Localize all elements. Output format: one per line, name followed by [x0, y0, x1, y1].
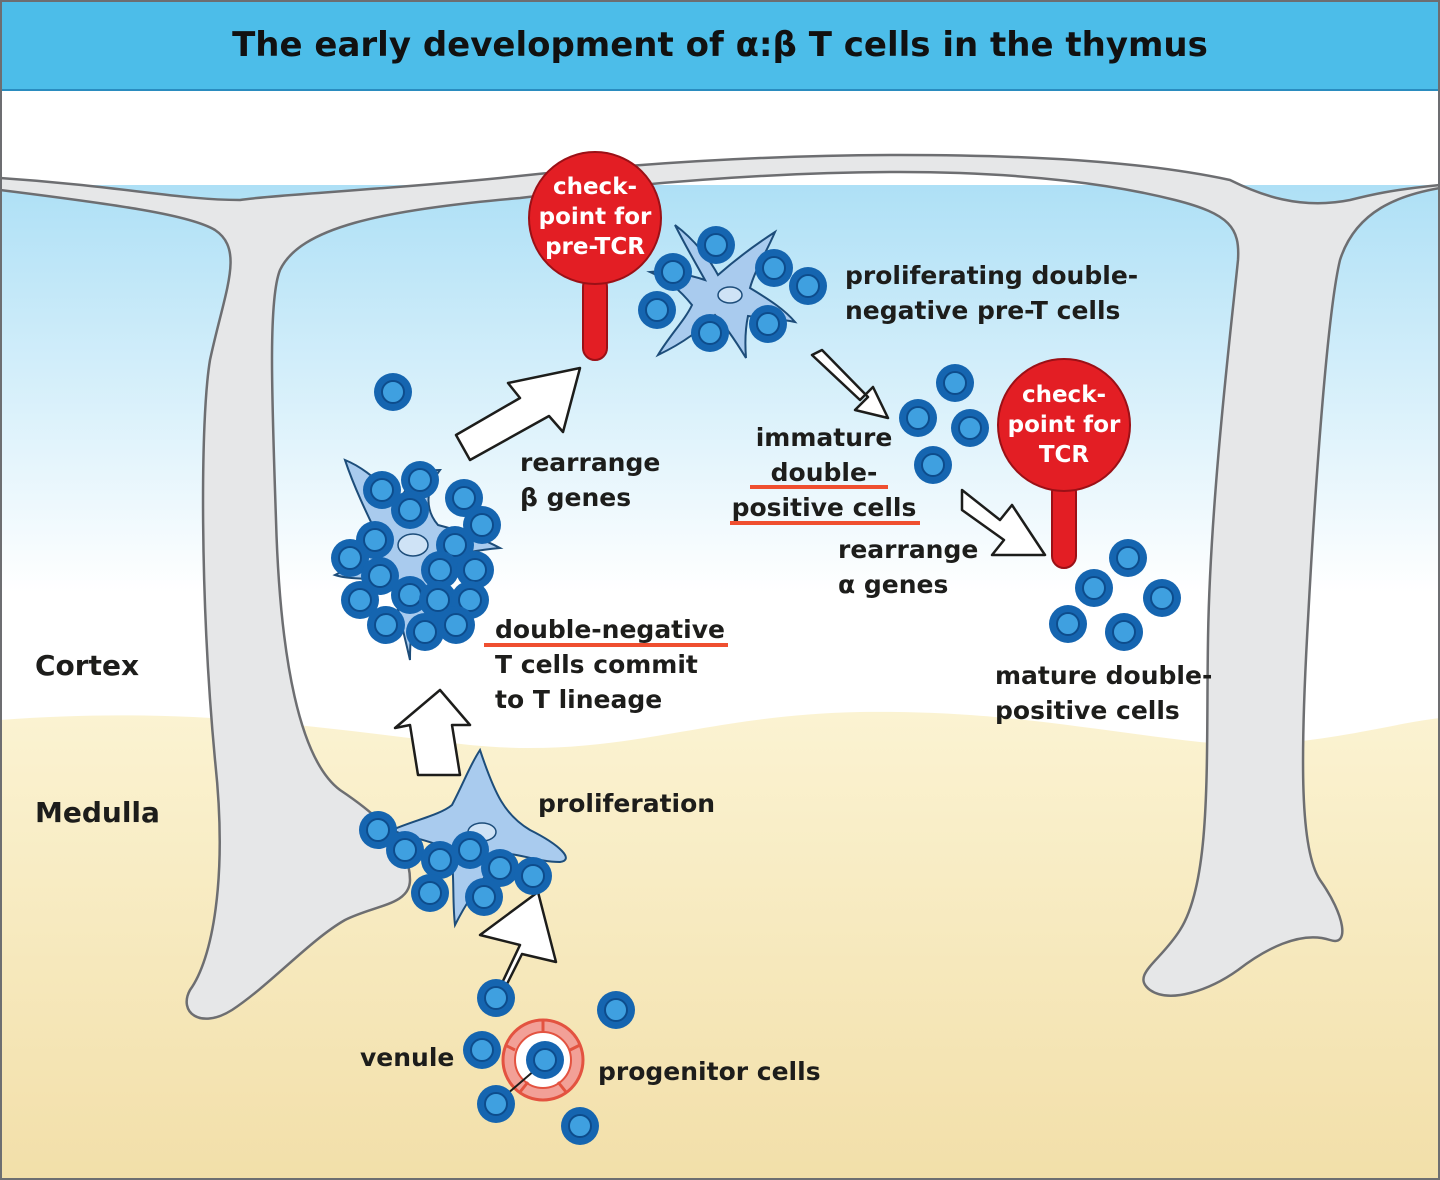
arrow-immature-to-mature [960, 488, 1047, 557]
diagram-title: The early development of α:β T cells in … [232, 25, 1208, 65]
checkpoint-pre-tcr-label: check- point for pre-TCR [538, 174, 652, 260]
arrow-double-negative-to-checkpoint [454, 366, 582, 462]
proliferating-pre-t-label: proliferating double- negative pre-T cel… [845, 261, 1139, 325]
checkpoint-tcr-label: check- point for TCR [1007, 382, 1121, 468]
immature-double-positive-label: immature double- positive cells [731, 423, 917, 522]
venule-label: venule [360, 1043, 455, 1072]
arrow-proliferation-to-double-negative [393, 688, 472, 777]
proliferation-label: proliferation [538, 789, 716, 818]
rearrange-alpha-label: rearrange α genes [838, 535, 979, 599]
thymic-capsule [0, 153, 1440, 1020]
double-negative-label: double-negative T cells commit to T line… [495, 615, 725, 714]
cortex-label: Cortex [35, 649, 140, 682]
mature-double-positive-label: mature double- positive cells [995, 661, 1213, 725]
checkpoint-pre-tcr-marker [528, 151, 662, 361]
checkpoint-tcr-marker [997, 358, 1131, 569]
progenitor-cells-label: progenitor cells [598, 1057, 821, 1086]
medulla-label: Medulla [35, 796, 160, 829]
rearrange-beta-label: rearrange β genes [520, 448, 661, 512]
flow-arrows [393, 348, 1047, 1008]
arrow-preT-to-immature [810, 348, 890, 420]
header-bar [0, 0, 1440, 90]
